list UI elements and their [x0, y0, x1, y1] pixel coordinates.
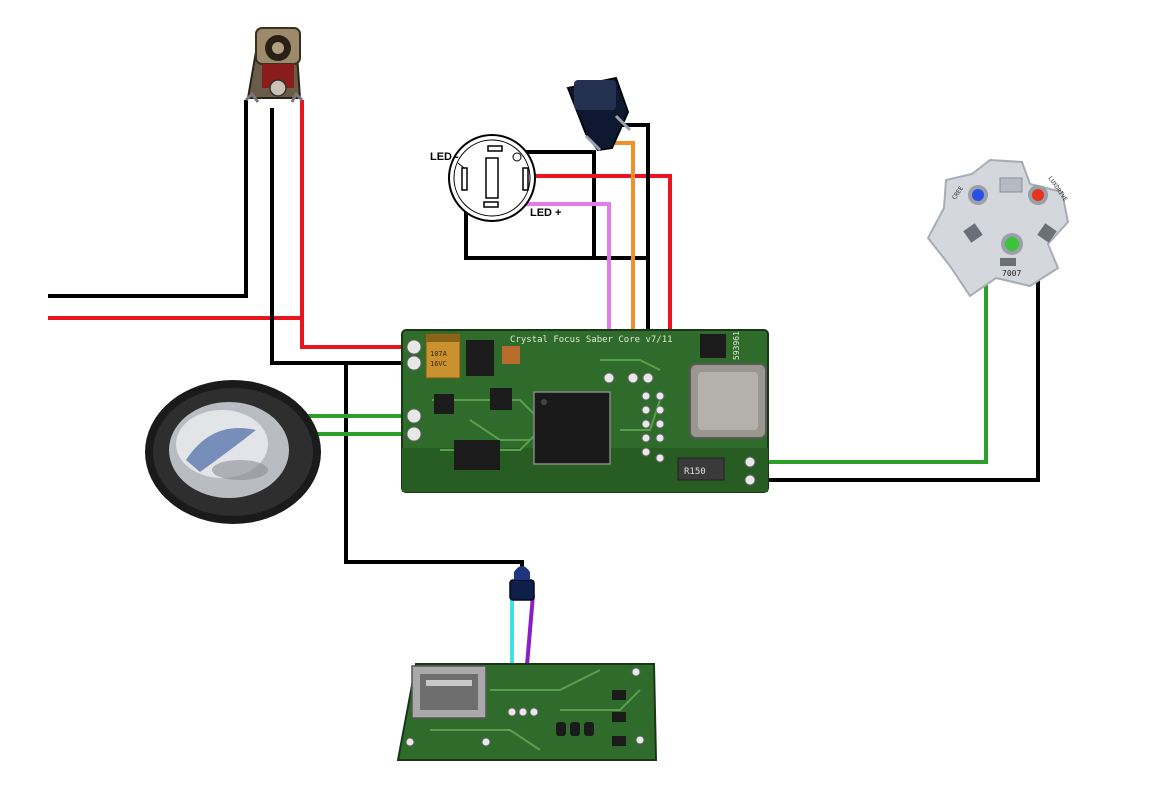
mcu-chip [533, 391, 611, 465]
pcb-icon [396, 663, 658, 761]
wire-jack-black [270, 108, 412, 365]
led-plus-label: LED + [530, 207, 561, 219]
capacitor-value-2: 16VC [430, 360, 447, 368]
speaker [145, 380, 321, 524]
wire-battery-red [48, 316, 412, 349]
pcb-icon [401, 329, 769, 493]
dc-jack [244, 27, 304, 103]
led-star-code: 7007 [1002, 269, 1021, 278]
push-button-icon [566, 76, 632, 152]
sd-card-board [396, 663, 658, 761]
wire-led-green [750, 262, 988, 464]
board-title: Crystal Focus Saber Core v7/11 [510, 335, 673, 345]
sound-board: Crystal Focus Saber Core v7/11 593961 10… [401, 329, 769, 493]
accent-led [509, 566, 535, 601]
rgb-led-icon [926, 158, 1070, 298]
led-minus-label: LED - [430, 151, 459, 163]
wire-switch-black-loop [495, 150, 596, 258]
board-serial: 593961 [732, 331, 741, 360]
resistor-code: R150 [684, 467, 706, 477]
inductor [689, 363, 767, 439]
tactile-switch [566, 76, 632, 152]
led-icon [509, 566, 535, 601]
speaker-icon [145, 380, 321, 524]
wire-battery-black [48, 100, 248, 298]
wire-switch-pink [490, 202, 611, 378]
sd-card-slot [411, 665, 487, 719]
barrel-jack-icon [244, 27, 304, 103]
wire-button-black [619, 123, 650, 378]
sense-resistor [677, 457, 725, 481]
rgb-led-star: 7007 CREE LUXDRIVE [926, 158, 1070, 298]
led-switch-icon [448, 134, 536, 222]
led-switch: LED - LED + [430, 134, 561, 222]
capacitor-value-1: 107A [430, 350, 448, 358]
wire-led-black [750, 262, 1040, 482]
